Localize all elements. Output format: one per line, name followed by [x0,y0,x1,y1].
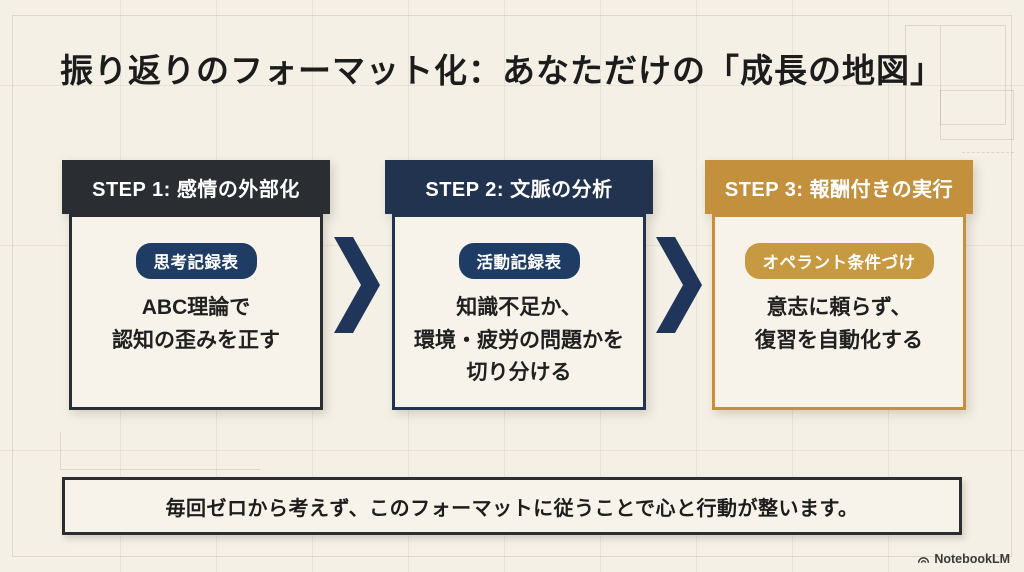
deco-rect [60,432,260,470]
paper-frame [12,15,1012,557]
step2-header: STEP 2: 文脈の分析 [385,160,653,214]
step1-header: STEP 1: 感情の外部化 [62,160,330,214]
slide-title: 振り返りのフォーマット化：あなただけの「成長の地図」 [60,52,944,89]
summary-text: 毎回ゼロから考えず、このフォーマットに従うことで心と行動が整います。 [165,497,859,520]
step3-body: オペラント条件づけ 意志に頼らず、 復習を自動化する [712,214,966,410]
deco-rect [940,25,1006,125]
notebooklm-label: NotebookLM [934,552,1010,566]
step-card-1: STEP 1: 感情の外部化 思考記録表 ABC理論で 認知の歪みを正す [62,160,330,410]
step1-line-2: 認知の歪みを正す [112,328,280,352]
step2-body: 活動記録表 知識不足か、 環境・疲労の問題かを 切り分ける [392,214,646,410]
step3-badge: オペラント条件づけ [744,243,934,279]
summary-banner: 毎回ゼロから考えず、このフォーマットに従うことで心と行動が整います。 [62,477,962,535]
step3-line-2: 復習を自動化する [755,328,923,352]
step1-body: 思考記録表 ABC理論で 認知の歪みを正す [69,214,323,410]
chevron-right-icon [656,237,702,333]
step-card-3: STEP 3: 報酬付きの実行 オペラント条件づけ 意志に頼らず、 復習を自動化… [705,160,973,410]
step-card-2: STEP 2: 文脈の分析 活動記録表 知識不足か、 環境・疲労の問題かを 切り… [385,160,653,410]
grid-line [0,85,1024,86]
step2-line-2: 環境・疲労の問題かを [414,328,624,352]
step1-badge: 思考記録表 [135,243,257,279]
step2-line-3: 切り分ける [466,361,572,385]
step2-description: 知識不足か、 環境・疲労の問題かを 切り分ける [414,292,624,390]
notebooklm-arc-icon [918,556,930,563]
notebooklm-watermark: NotebookLM [917,552,1010,566]
step3-description: 意志に頼らず、 復習を自動化する [755,292,923,357]
step3-header: STEP 3: 報酬付きの実行 [705,160,973,214]
step1-line-1: ABC理論で [141,296,251,319]
step3-line-1: 意志に頼らず、 [766,296,912,319]
step2-badge: 活動記録表 [458,243,580,279]
grid-line [0,450,1024,451]
deco-dashed-line [962,152,1014,153]
step2-line-1: 知識不足か、 [456,296,582,319]
chevron-right-icon [334,237,380,333]
step1-description: ABC理論で 認知の歪みを正す [112,292,280,357]
deco-rect [940,90,1014,140]
